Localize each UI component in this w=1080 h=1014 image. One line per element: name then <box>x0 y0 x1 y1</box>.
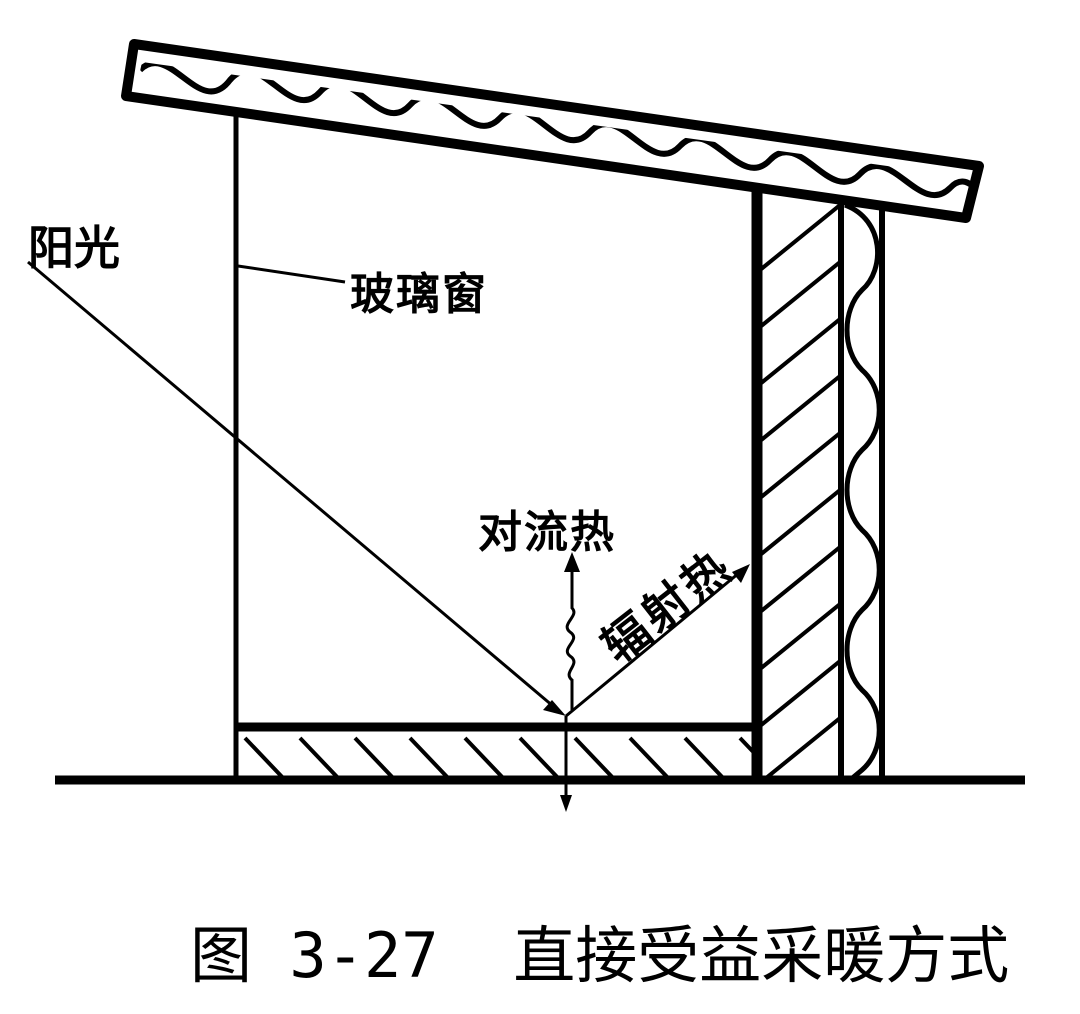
radiant-heat-ray <box>565 566 746 718</box>
wall-insulation <box>844 202 885 782</box>
sunlight-label: 阳光 <box>28 221 120 275</box>
glass-window-leader <box>237 264 346 284</box>
convective-heat-label: 对流热 <box>478 507 616 558</box>
radiant-heat-arrowhead <box>732 564 750 583</box>
insulated-roof <box>121 39 984 223</box>
thermal-mass-wall <box>751 190 844 780</box>
roof-insulation-wave <box>137 62 973 199</box>
glass-window-label: 玻璃窗 <box>350 269 488 320</box>
sun-ray-arrowhead <box>543 700 566 716</box>
sun-ray <box>27 260 561 714</box>
figure-caption: 图 3-27 直接受益采暖方式 <box>190 919 1010 992</box>
convective-heat-arrow <box>564 552 580 710</box>
conduction-arrow <box>560 716 572 812</box>
floor-slab <box>236 722 753 780</box>
